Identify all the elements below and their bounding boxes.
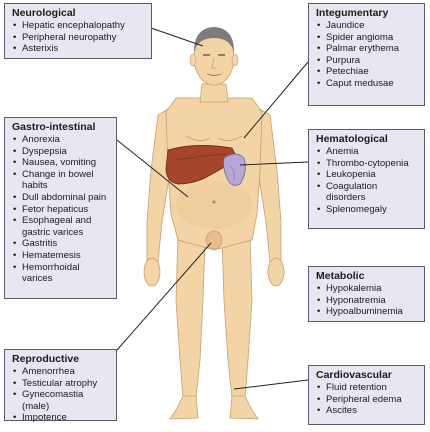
gastro-item: Dull abdominal pain xyxy=(13,192,111,204)
right-leg xyxy=(221,235,253,399)
gastro-item: Hematemesis xyxy=(13,250,111,262)
neurological-item: Peripheral neuropathy xyxy=(13,32,146,44)
liver-organ xyxy=(165,145,237,185)
cardiovascular-item: Ascites xyxy=(317,405,419,417)
gastro-item: Gastritis xyxy=(13,238,111,250)
left-foot xyxy=(169,395,199,420)
integumentary-title: Integumentary xyxy=(316,7,389,19)
hematological-item: Splenomegaly xyxy=(317,204,419,216)
gastro-item: Anorexia xyxy=(13,134,111,146)
cardiovascular-item: Peripheral edema xyxy=(317,394,419,406)
gastro-intestinal-title: Gastro-intestinal xyxy=(12,121,96,133)
gastro-item: Change in bowel habits xyxy=(13,169,111,192)
hematological-item: Coagulation disorders xyxy=(317,181,419,204)
metabolic-item: Hypokalemia xyxy=(317,283,419,295)
leader-neurological xyxy=(150,27,204,47)
reproductive-title: Reproductive xyxy=(12,353,80,365)
left-leg xyxy=(175,235,206,399)
leader-lines xyxy=(116,27,309,390)
reproductive-item: Impotence xyxy=(13,412,111,424)
hair xyxy=(194,27,234,52)
metabolic-title: Metabolic xyxy=(316,270,365,282)
right-foot xyxy=(229,395,259,420)
leader-gastro xyxy=(116,139,189,198)
leader-hematological xyxy=(239,161,309,166)
gastro-item: Fetor hepaticus xyxy=(13,204,111,216)
leader-cardiovascular xyxy=(233,379,309,390)
hematological-item: Thrombo-cytopenia xyxy=(317,158,419,170)
integumentary-item: Spider angioma xyxy=(317,32,419,44)
reproductive-item: Testicular atrophy xyxy=(13,378,111,390)
cardiovascular-item: Fluid retention xyxy=(317,382,419,394)
hematological-title: Hematological xyxy=(316,133,388,145)
metabolic-item: Hyponatremia xyxy=(317,295,419,307)
left-hand xyxy=(143,257,161,287)
spleen-organ xyxy=(223,153,246,186)
gastro-item: Dyspepsia xyxy=(13,146,111,158)
integumentary-item: Purpura xyxy=(317,55,419,67)
neck xyxy=(199,83,229,103)
integumentary-item: Palmar erythema xyxy=(317,43,419,55)
metabolic-item: Hypoalbuminemia xyxy=(317,306,419,318)
right-hand xyxy=(267,257,285,287)
reproductive-item: Amenorrhea xyxy=(13,366,111,378)
neurological-box: Neurological Hepatic encephalopathy Peri… xyxy=(4,3,152,59)
hematological-box: Hematological Anemia Thrombo-cytopenia L… xyxy=(308,129,425,229)
cardiovascular-title: Cardiovascular xyxy=(316,369,392,381)
neurological-item: Asterixis xyxy=(13,43,146,55)
integumentary-item: Petechiae xyxy=(317,66,419,78)
cardiovascular-box: Cardiovascular Fluid retention Periphera… xyxy=(308,365,425,425)
integumentary-item: Caput medusae xyxy=(317,78,419,90)
gastro-intestinal-box: Gastro-intestinal Anorexia Dyspepsia Nau… xyxy=(4,117,117,299)
hematological-item: Leukopenia xyxy=(317,169,419,181)
neurological-item: Hepatic encephalopathy xyxy=(13,20,146,32)
metabolic-box: Metabolic Hypokalemia Hyponatremia Hypoa… xyxy=(308,266,425,322)
integumentary-item: Jaundice xyxy=(317,20,419,32)
leader-integumentary xyxy=(243,61,309,139)
hematological-item: Anemia xyxy=(317,146,419,158)
integumentary-box: Integumentary Jaundice Spider angioma Pa… xyxy=(308,3,425,106)
reproductive-box: Reproductive Amenorrhea Testicular atrop… xyxy=(4,349,117,424)
gastro-item: Hemorrhoidal varices xyxy=(13,262,111,285)
neurological-title: Neurological xyxy=(12,7,76,19)
gastro-item: Esophageal and gastric varices xyxy=(13,215,111,238)
gastro-item: Nausea, vomiting xyxy=(13,157,111,169)
reproductive-item: Gynecomastia (male) xyxy=(13,389,111,412)
leader-reproductive xyxy=(116,242,212,351)
